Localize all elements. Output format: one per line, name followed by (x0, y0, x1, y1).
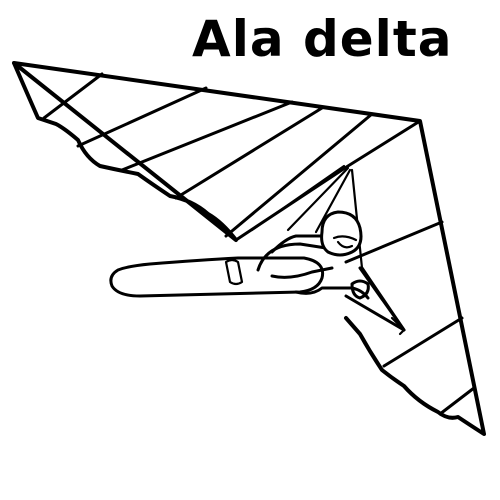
harness-pod (109, 256, 325, 298)
sail-batten-3 (120, 100, 294, 172)
support-cable-4 (250, 164, 346, 232)
sail-batten-6 (344, 220, 444, 264)
pilot-arm-lower (270, 266, 334, 279)
sail-batten-5 (224, 112, 374, 238)
sail-batten-8 (438, 386, 476, 416)
pilot-arm-upper (270, 234, 328, 254)
support-cable-2 (314, 168, 352, 234)
sail-batten-2 (76, 86, 208, 148)
pilot-foot (390, 316, 406, 336)
pilot-leg (294, 286, 370, 300)
pilot-hand (350, 279, 370, 300)
pilot-helmet (320, 210, 363, 257)
pilot-face (336, 240, 354, 249)
wing-outline (12, 61, 486, 436)
helmet-visor (332, 235, 358, 242)
sail-batten-7 (382, 316, 464, 368)
page-title: Ala delta (192, 10, 453, 68)
control-bar-base (358, 266, 406, 332)
harness-pocket (224, 258, 244, 286)
sail-batten-4 (174, 106, 324, 200)
sail-batten-1 (42, 72, 104, 120)
support-cable-1 (286, 166, 350, 232)
